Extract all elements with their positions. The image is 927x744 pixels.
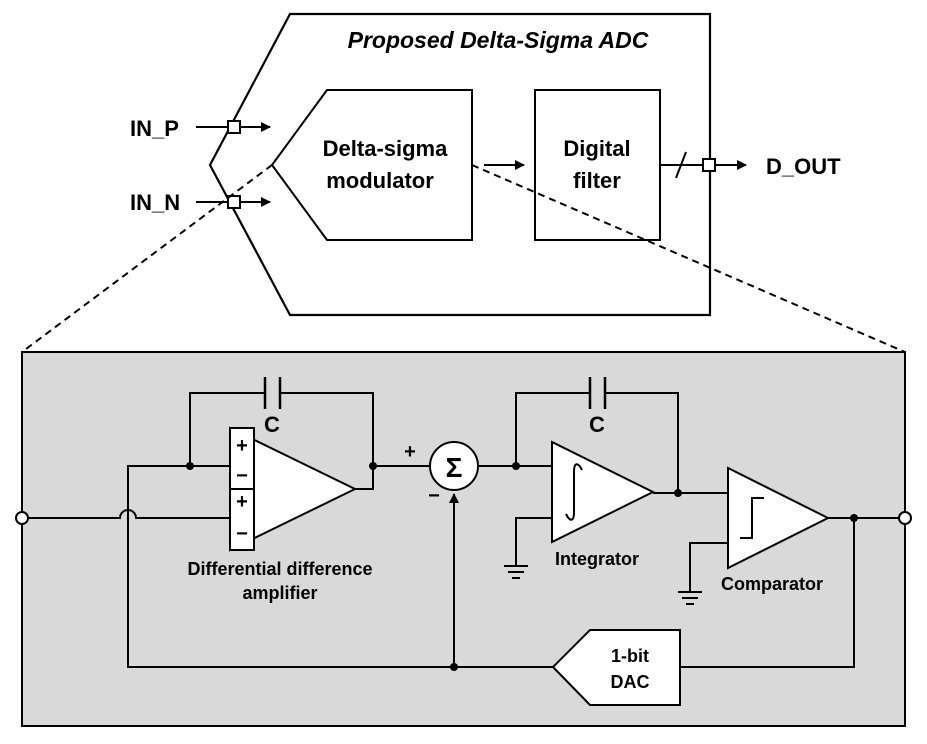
dda-plus-bottom: + (236, 491, 248, 513)
dda-label-1: Differential difference (187, 559, 372, 579)
adc-title: Proposed Delta-Sigma ADC (348, 27, 649, 53)
hysteresis-symbol (740, 497, 764, 539)
int-output-node (674, 489, 682, 497)
digital-filter-block (534, 89, 661, 241)
input-terminal (15, 511, 29, 525)
summer-symbol: Σ (446, 452, 463, 483)
modulator-block (270, 89, 473, 241)
dda-input-box-bottom (229, 488, 255, 551)
integrator-label: Integrator (555, 549, 639, 569)
dda-plus-top: + (236, 435, 248, 457)
dda-input-box-top (229, 427, 255, 490)
cap1-label: C (264, 412, 280, 437)
dda-node-1 (186, 462, 194, 470)
dda-minus-bottom: − (236, 523, 248, 545)
comparator (727, 466, 831, 570)
dac-block (551, 629, 681, 706)
summer-minus: − (428, 485, 440, 507)
ground-icon (504, 565, 528, 579)
integrator (551, 440, 656, 544)
filter-label-2: filter (573, 168, 621, 193)
zoom-line-left (21, 164, 273, 353)
dda-minus-top: − (236, 465, 248, 487)
dac-input-wire (680, 518, 855, 668)
feedback-wire-left (127, 465, 555, 668)
int-feedback-loop (515, 392, 679, 493)
output-terminal (898, 511, 912, 525)
dda-label-2: amplifier (242, 583, 317, 603)
integral-symbol (565, 463, 583, 521)
zoom-line-right (471, 164, 906, 353)
summer-plus: + (404, 441, 416, 463)
cap2-label: C (589, 412, 605, 437)
feedback-node (450, 663, 458, 671)
dda-output-wire (355, 465, 430, 490)
comp-ground-wire (689, 542, 728, 592)
dac-label-2: DAC (611, 672, 650, 692)
modulator-label-2: modulator (326, 168, 434, 193)
comparator-label: Comparator (721, 574, 823, 594)
out-port (702, 158, 716, 172)
bus-slash (675, 151, 687, 179)
in-n-label: IN_N (130, 190, 180, 215)
dda-output-node (369, 462, 377, 470)
dda-feedback-loop (189, 392, 374, 466)
filter-label-1: Digital (563, 136, 630, 161)
d-out-label: D_OUT (766, 154, 841, 179)
in-p-label: IN_P (130, 116, 179, 141)
modulator-label-1: Delta-sigma (323, 136, 448, 161)
int-ground-wire (515, 517, 552, 566)
dac-label-1: 1-bit (611, 646, 649, 666)
ground-icon (678, 591, 702, 605)
in-p-port (227, 120, 241, 134)
